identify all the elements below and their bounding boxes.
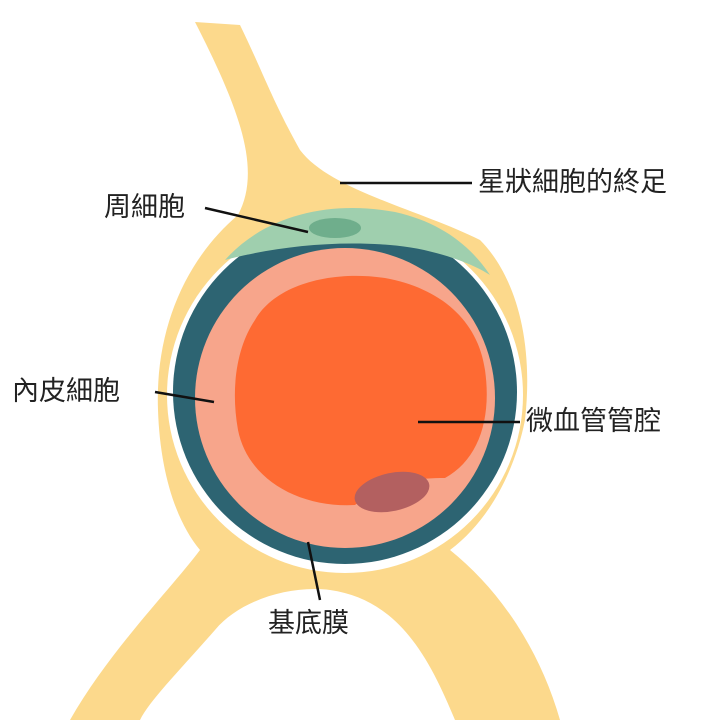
pericyte-nucleus [309, 218, 361, 238]
capillary-lumen [235, 276, 487, 505]
label-basement-membrane: 基底膜 [268, 608, 349, 640]
label-endothelial-cell: 內皮細胞 [12, 376, 120, 408]
label-astrocyte-endfoot: 星狀細胞的終足 [478, 167, 667, 199]
label-pericyte: 周細胞 [104, 192, 185, 224]
label-capillary-lumen: 微血管管腔 [526, 406, 661, 438]
